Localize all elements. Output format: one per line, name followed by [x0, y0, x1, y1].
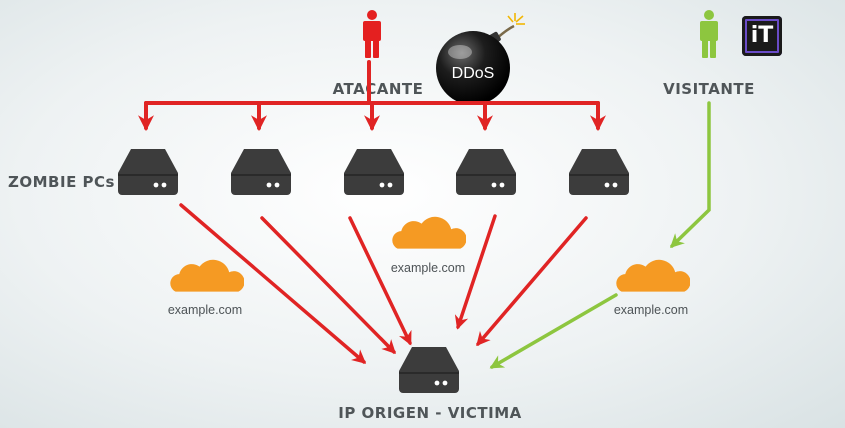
victim-server-icon — [399, 347, 459, 393]
bomb-label: DDoS — [452, 65, 495, 82]
zombie-server-icon — [344, 149, 404, 195]
cloud-icon — [392, 216, 466, 249]
zombie-server-icon — [231, 149, 291, 195]
cloud-icon — [616, 259, 690, 292]
cloud-domain: example.com — [391, 261, 465, 275]
bomb-icon: DDoS — [436, 13, 525, 105]
attacker-person-icon — [363, 10, 381, 58]
visitor-label: VISITANTE — [663, 80, 755, 98]
cloud-domain: example.com — [614, 303, 688, 317]
zombies-label: ZOMBIE PCs — [8, 173, 115, 191]
zombie-server-icon — [118, 149, 178, 195]
zombie-server-icon — [456, 149, 516, 195]
zombie-server-icon — [569, 149, 629, 195]
victim-label: IP ORIGEN - VICTIMA — [338, 404, 522, 422]
logo-icon: iT — [742, 16, 782, 56]
cloud-icon — [170, 259, 244, 292]
cloud-domain: example.com — [168, 303, 242, 317]
visitor-person-icon — [700, 10, 718, 58]
attacker-label: ATACANTE — [333, 80, 424, 98]
